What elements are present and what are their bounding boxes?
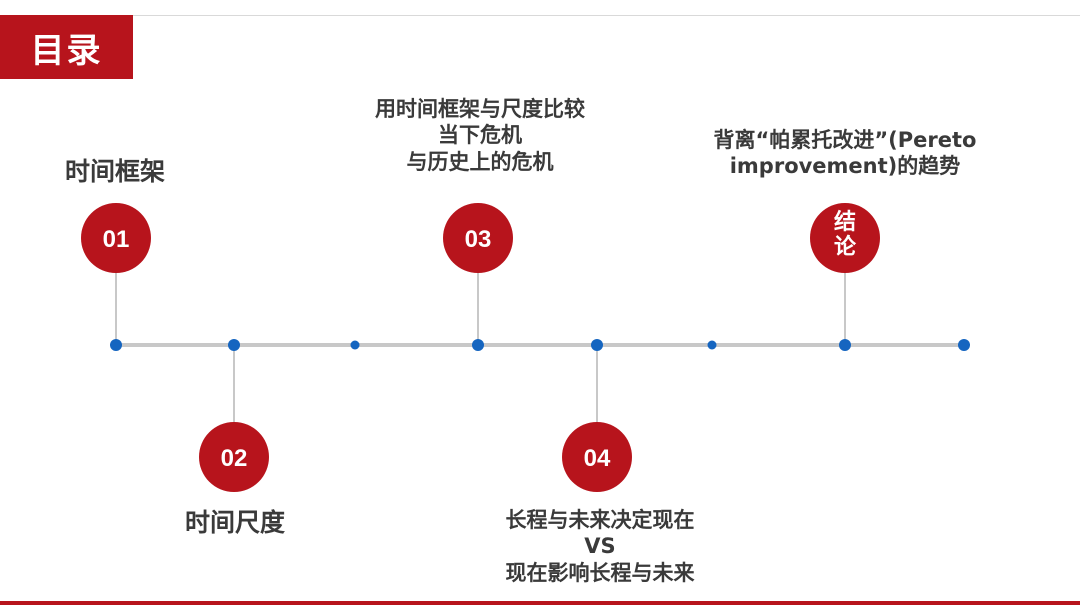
badge-02-text: 02 [221, 445, 248, 472]
badge-01-text: 01 [103, 226, 130, 253]
badge-conclusion-text: 结 论 [833, 210, 856, 261]
header-rule [0, 15, 1080, 16]
title-banner [0, 15, 133, 79]
badge-04 [562, 422, 632, 492]
timeline-dot-small-2 [707, 340, 717, 350]
badge-04-text: 04 [584, 445, 611, 472]
badge-03-text: 03 [465, 226, 492, 253]
page-title: 目录 [30, 30, 103, 71]
item-label-02: 时间尺度 [184, 508, 285, 537]
item-label-04: 长程与未来决定现在 VS 现在影响长程与未来 [505, 508, 695, 585]
timeline-dot-conclusion [839, 339, 851, 351]
timeline-dot-end [958, 339, 970, 351]
item-label-03: 用时间框架与尺度比较 当下危机 与历史上的危机 [375, 97, 585, 174]
badge-01 [81, 203, 151, 273]
timeline-dot-01 [110, 339, 122, 351]
item-label-01: 时间框架 [64, 157, 165, 186]
timeline-dot-04 [591, 339, 603, 351]
footer-bar [0, 601, 1080, 605]
badge-conclusion [810, 203, 880, 273]
timeline-dot-small-1 [350, 340, 360, 350]
timeline-dot-02 [228, 339, 240, 351]
badge-02 [199, 422, 269, 492]
timeline-dot-03 [472, 339, 484, 351]
item-label-conclusion: 背离“帕累托改进”(Pereto improvement)的趋势 [713, 128, 977, 179]
badge-03 [443, 203, 513, 273]
